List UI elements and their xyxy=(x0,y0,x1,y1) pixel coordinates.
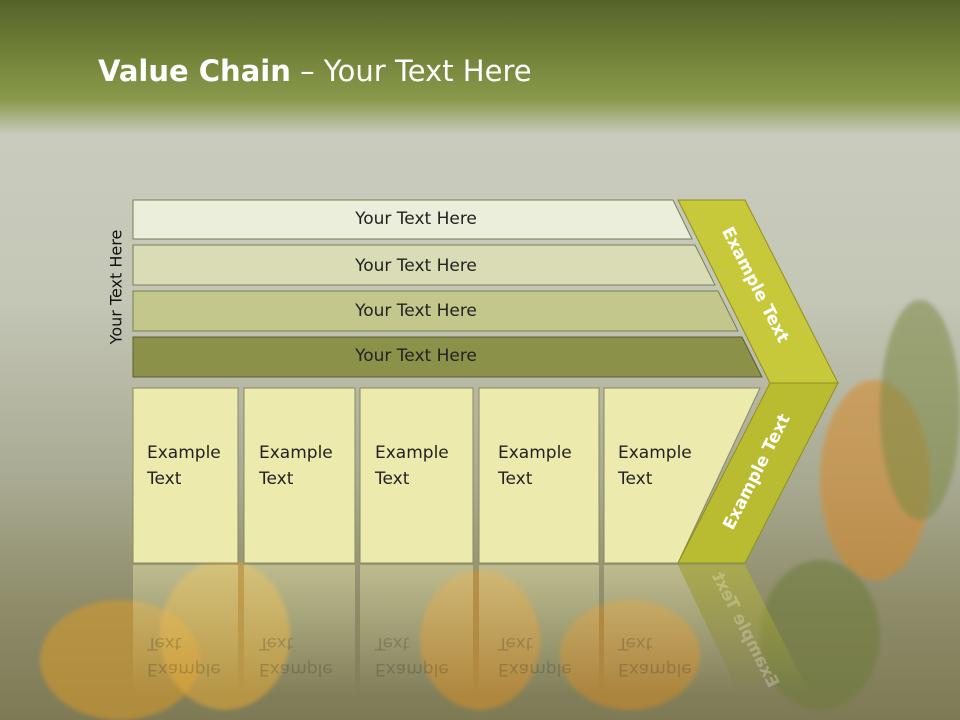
box-3-shape xyxy=(359,387,474,564)
bar-4-label: Your Text Here xyxy=(355,346,477,366)
chevron-lower-shape xyxy=(677,382,839,564)
page-title: Value Chain – Your Text Here xyxy=(98,54,532,88)
box-4-reflection xyxy=(479,565,599,695)
box-1-reflection xyxy=(133,565,238,695)
bar-1-shape xyxy=(132,199,693,240)
bar-4-shape xyxy=(132,336,763,378)
box-3-reflection xyxy=(360,565,473,695)
box-2-reflection xyxy=(244,565,355,695)
background-leaf-shape xyxy=(880,300,960,520)
box-2-shape xyxy=(243,387,356,564)
bar-3-shape xyxy=(132,290,739,332)
box-1-shape xyxy=(132,387,239,564)
box-4-shape xyxy=(478,387,600,564)
chevron-reflection xyxy=(678,565,810,695)
bar-2-label: Your Text Here xyxy=(355,256,477,276)
box-5-reflection xyxy=(604,565,740,695)
bar-3-label: Your Text Here xyxy=(355,301,477,321)
bar-1-label: Your Text Here xyxy=(355,209,477,229)
bar-2-shape xyxy=(132,244,716,286)
